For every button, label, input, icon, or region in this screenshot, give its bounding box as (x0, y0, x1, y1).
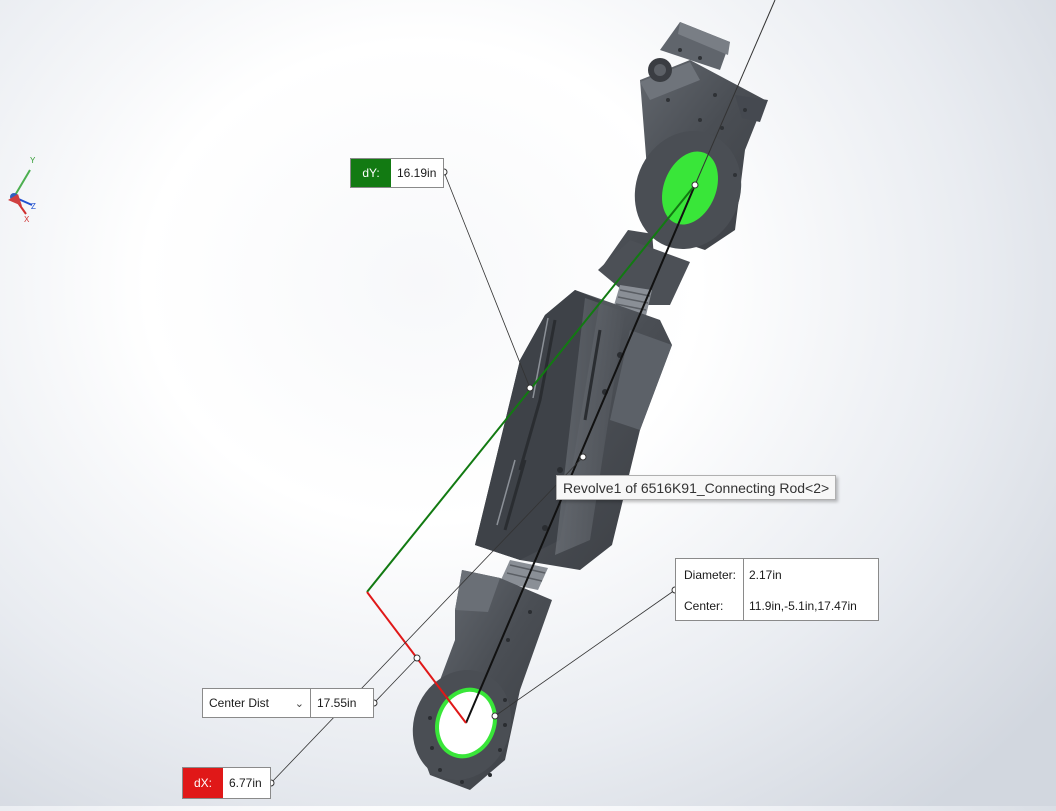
center-dist-callout: Center Dist ⌄ 17.55in (202, 688, 374, 718)
center-row: Center: 11.9in,-5.1in,17.47in (676, 590, 878, 621)
distance-mode-dropdown[interactable]: Center Dist ⌄ (203, 689, 311, 717)
center-dist-value: 17.55in (317, 696, 357, 710)
center-value: 11.9in,-5.1in,17.47in (749, 598, 857, 613)
dx-value: 6.77in (229, 776, 262, 790)
measurement-lines (267, 0, 776, 787)
dy-measurement-callout: dY: 16.19in (350, 158, 444, 188)
triad-y-label: Y (30, 156, 36, 165)
chevron-down-icon[interactable]: ⌄ (294, 697, 304, 710)
distance-mode-value: Center Dist (209, 696, 270, 710)
feature-tooltip: Revolve1 of 6516K91_Connecting Rod<2> (556, 475, 837, 500)
dx-label: dX: (183, 768, 223, 798)
selected-face-top[interactable] (652, 143, 729, 233)
dx-measurement-callout: dX: 6.77in (182, 767, 271, 799)
circle-info-callout: Diameter: 2.17in Center: 11.9in,-5.1in,1… (675, 558, 879, 621)
triad-z-label: Z (31, 202, 36, 211)
dy-label: dY: (351, 159, 391, 187)
diameter-value: 2.17in (749, 567, 782, 582)
connecting-rod-model[interactable] (397, 22, 768, 795)
diameter-label: Diameter: (676, 559, 744, 590)
dy-value: 16.19in (397, 166, 437, 180)
diameter-row: Diameter: 2.17in (676, 559, 878, 590)
center-label: Center: (676, 590, 744, 621)
triad-x-label: X (24, 215, 30, 224)
coordinate-triad[interactable]: Y Z X (8, 156, 36, 224)
